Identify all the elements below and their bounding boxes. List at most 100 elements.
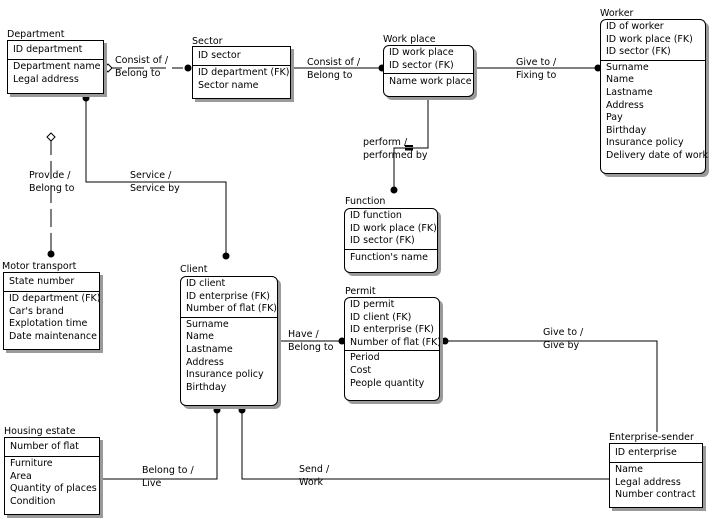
- relationship-label-department-client: Service / Service by: [130, 170, 180, 195]
- entity-attributes: Surname Name Lastname Address Insurance …: [181, 316, 277, 396]
- attribute: Condition: [10, 495, 56, 507]
- attribute: Function's name: [350, 251, 428, 263]
- relationship-label-department-transport: Provide / Belong to: [29, 170, 74, 195]
- attribute: Number contract: [615, 489, 696, 501]
- relationship-inverse: Live: [142, 477, 162, 489]
- entity-keys: ID work place ID sector (FK): [384, 46, 473, 73]
- attribute: ID department (FK): [9, 293, 101, 304]
- entity-title-enterprise-sender: Enterprise-sender: [609, 432, 694, 443]
- entity-title-housing-estate: Housing estate: [4, 426, 76, 437]
- relationship-inverse: Fixing to: [516, 69, 557, 81]
- diamond-department-bottom: [46, 132, 56, 142]
- entity-title-motor-transport: Motor transport: [2, 261, 77, 272]
- dot-department-bottom: [82, 94, 90, 102]
- attribute: Name: [615, 464, 644, 475]
- dot-permit-right: [441, 337, 449, 345]
- dot-worker-left: [594, 64, 602, 72]
- attribute: Birthday: [606, 124, 647, 136]
- attribute: Area: [10, 470, 32, 482]
- attribute: Cost: [350, 364, 372, 376]
- entity-motor-transport[interactable]: State number ID department (FK) Car's br…: [3, 272, 100, 350]
- attribute: Surname: [186, 318, 229, 330]
- attribute: Car's brand: [9, 305, 64, 317]
- attribute: Surname: [606, 61, 649, 73]
- relationship-inverse: performed by: [363, 149, 428, 161]
- entity-keys: ID sector: [193, 47, 290, 65]
- line-client-enterprise: [241, 412, 610, 480]
- attribute: Lastname: [606, 86, 653, 98]
- key-attribute: ID enterprise (FK): [186, 290, 270, 302]
- key-attribute: ID client: [186, 278, 226, 289]
- relationship-inverse: Belong to: [29, 182, 75, 194]
- attribute: Insurance policy: [606, 137, 684, 149]
- entity-keys: ID enterprise: [610, 444, 702, 462]
- key-attribute: ID sector (FK): [389, 59, 454, 71]
- entity-attributes: Furniture Area Quantity of places Condit…: [5, 456, 99, 509]
- relationship-inverse: Give by: [543, 339, 580, 351]
- dot-permit-left: [338, 337, 346, 345]
- relationship-verb: Send /: [299, 464, 330, 475]
- entity-worker[interactable]: ID of worker ID work place (FK) ID secto…: [600, 19, 708, 174]
- key-attribute: ID client (FK): [350, 311, 412, 323]
- relationship-inverse: Belong to: [288, 341, 334, 353]
- key-attribute: ID sector: [198, 50, 241, 61]
- relationship-label-workplace-function: perform / performed by: [363, 137, 427, 162]
- relationship-label-sector-workplace: Consist of / Belong to: [307, 57, 360, 82]
- entity-function[interactable]: ID function ID work place (FK) ID sector…: [344, 208, 438, 273]
- key-attribute: ID department: [13, 44, 83, 55]
- key-attribute: ID work place: [389, 47, 454, 58]
- key-attribute: ID work place (FK): [350, 222, 437, 234]
- entity-title-work-place: Work place: [383, 34, 436, 45]
- entity-keys: ID function ID work place (FK) ID sector…: [345, 209, 437, 249]
- entity-title-permit: Permit: [345, 286, 376, 297]
- key-attribute: ID sector (FK): [606, 46, 671, 58]
- attribute: Quantity of places: [10, 483, 97, 495]
- relationship-inverse: Belong to: [115, 67, 161, 79]
- entity-permit[interactable]: ID permit ID client (FK) ID enterprise (…: [344, 297, 441, 401]
- attribute: Period: [350, 352, 380, 364]
- line-workplace-function: [410, 97, 429, 149]
- relationship-verb: Have /: [288, 329, 319, 340]
- relationship-verb: Service /: [130, 170, 172, 181]
- attribute: Explotation time: [9, 318, 88, 330]
- key-attribute: ID work place (FK): [606, 33, 693, 45]
- entity-attributes: Period Cost People quantity: [345, 350, 439, 391]
- attribute: Furniture: [10, 458, 53, 469]
- dot-sector-left: [184, 64, 192, 72]
- dot-client-top: [222, 252, 230, 260]
- entity-attributes: Name work place: [384, 73, 473, 90]
- relationship-verb: perform /: [363, 137, 408, 148]
- attribute: Legal address: [13, 73, 79, 85]
- entity-enterprise-sender[interactable]: ID enterprise Name Legal address Number …: [609, 443, 703, 508]
- entity-client[interactable]: ID client ID enterprise (FK) Number of f…: [180, 276, 278, 406]
- entity-keys: ID permit ID client (FK) ID enterprise (…: [345, 298, 441, 350]
- relationship-verb: Give to /: [543, 327, 584, 338]
- key-attribute: ID enterprise: [615, 447, 677, 458]
- key-attribute: ID enterprise (FK): [350, 324, 434, 336]
- attribute: Address: [606, 99, 644, 111]
- entity-keys: ID of worker ID work place (FK) ID secto…: [601, 20, 705, 60]
- attribute: Sector name: [198, 79, 259, 91]
- relationship-label-permit-enterprise: Give to / Give by: [543, 327, 583, 352]
- line-workplace-function-lower: [393, 147, 410, 188]
- relationship-verb: Consist of /: [307, 57, 361, 68]
- attribute: Name: [606, 74, 635, 86]
- relationship-verb: Provide /: [29, 170, 71, 181]
- entity-sector[interactable]: ID sector ID department (FK) Sector name: [192, 46, 291, 99]
- entity-attributes: ID department (FK) Car's brand Explotati…: [4, 291, 101, 344]
- relationship-inverse: Service by: [130, 182, 180, 194]
- entity-department[interactable]: ID department Department name Legal addr…: [7, 40, 104, 94]
- bar-workplace-function-2: [405, 148, 413, 151]
- entity-title-function: Function: [345, 196, 386, 207]
- attribute: Legal address: [615, 476, 681, 488]
- attribute: Lastname: [186, 343, 233, 355]
- relationship-inverse: Belong to: [307, 69, 353, 81]
- relationship-verb: Give to /: [516, 57, 557, 68]
- entity-work-place[interactable]: ID work place ID sector (FK) Name work p…: [383, 45, 474, 97]
- entity-housing-estate[interactable]: Number of flat Furniture Area Quantity o…: [4, 437, 100, 515]
- entity-attributes: ID department (FK) Sector name: [193, 65, 290, 93]
- entity-attributes: Function's name: [345, 248, 437, 266]
- entity-attributes: Surname Name Lastname Address Pay Birthd…: [601, 59, 708, 164]
- entity-attributes: Department name Legal address: [8, 59, 103, 87]
